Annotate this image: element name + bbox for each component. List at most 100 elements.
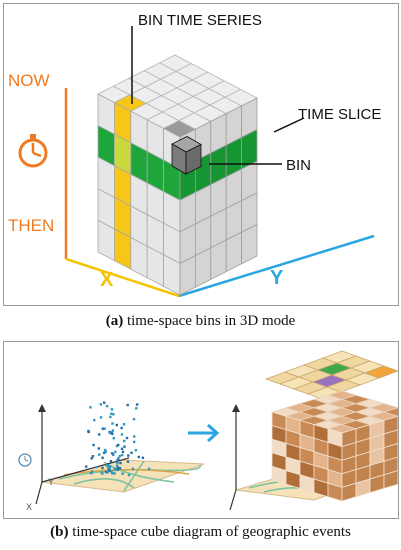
event-point (125, 436, 129, 440)
floating-map-layer (264, 350, 398, 400)
time-slice-leader (273, 117, 305, 133)
label-bin-time-series: BIN TIME SERIES (138, 12, 262, 29)
mini-cube-right-cell (383, 470, 398, 489)
mini-cube-right-cell (383, 442, 398, 462)
event-point (101, 466, 104, 470)
event-point (110, 470, 113, 473)
event-point (103, 401, 106, 404)
event-point (105, 463, 108, 467)
event-point (110, 431, 113, 434)
event-point (110, 452, 114, 455)
event-point (135, 407, 138, 410)
label-x-axis: X (100, 269, 114, 291)
event-point (87, 430, 90, 434)
event-point (115, 468, 118, 471)
event-point (99, 416, 103, 419)
mini-cube-top-cell (382, 407, 398, 417)
map-plane-left (41, 459, 205, 493)
event-point (101, 456, 104, 459)
event-point (116, 461, 119, 464)
event-point (123, 445, 126, 448)
caption-b-text: time-space cube diagram of geographic ev… (68, 524, 351, 540)
x-axis-line-left (35, 481, 43, 505)
label-time-slice: TIME SLICE (298, 106, 381, 123)
event-point (91, 455, 95, 458)
mini-cube-right-cell (383, 415, 398, 435)
event-point (115, 423, 118, 427)
event-point (90, 470, 94, 473)
event-point (97, 447, 100, 450)
event-point (127, 473, 131, 477)
event-point (126, 460, 130, 463)
mini-cube-right-cell (383, 456, 398, 476)
event-point (109, 415, 112, 419)
caption-b: (b) time-space cube diagram of geographi… (0, 524, 401, 541)
panel-time-space-bins: BIN TIME SERIES TIME SLICE BIN NOW THEN … (3, 3, 399, 306)
event-point (115, 464, 119, 467)
event-point (101, 427, 104, 430)
event-point (112, 453, 115, 456)
event-point (114, 450, 117, 454)
event-point (108, 431, 112, 435)
event-point (111, 432, 114, 436)
event-point (104, 470, 108, 474)
event-point (92, 443, 95, 447)
event-point (109, 460, 113, 463)
event-point (107, 468, 110, 471)
label-then: THEN (8, 216, 54, 235)
bin-right (185, 143, 202, 175)
event-point (106, 464, 110, 467)
event-point (147, 467, 151, 470)
event-point (99, 403, 103, 406)
event-point (123, 439, 126, 443)
mini-cube-right-cell (383, 429, 398, 449)
event-point (111, 429, 115, 432)
event-point (120, 433, 124, 436)
bins-3d-diagram: BIN TIME SERIES TIME SLICE BIN NOW THEN … (8, 12, 381, 298)
caption-a: (a) time-space bins in 3D mode (0, 313, 401, 330)
event-point (127, 454, 130, 457)
highlighted-bin (171, 136, 202, 175)
event-point (100, 471, 103, 474)
event-point (106, 471, 109, 474)
event-point (111, 472, 114, 475)
event-point (112, 413, 115, 416)
event-point (108, 465, 112, 468)
event-point (118, 455, 121, 458)
event-point (121, 450, 125, 453)
event-point (103, 427, 106, 430)
event-point (113, 472, 116, 475)
panel-space-time-cube: X Y (3, 341, 399, 519)
event-point (113, 467, 116, 471)
event-point (90, 457, 93, 460)
event-point (95, 465, 98, 469)
event-point (103, 448, 107, 452)
event-point (98, 433, 101, 436)
event-point (121, 472, 124, 475)
event-point (103, 451, 106, 455)
event-point (133, 440, 136, 444)
event-point (134, 449, 137, 452)
event-points (85, 401, 151, 477)
event-point (131, 467, 135, 470)
event-point (117, 443, 120, 447)
label-x-left: X (26, 502, 32, 512)
cube-right-cell (241, 223, 258, 265)
event-point (93, 418, 96, 422)
event-point (137, 455, 140, 459)
event-point (90, 472, 93, 475)
event-point (120, 426, 123, 430)
floating-map-cell (363, 365, 398, 379)
event-point (104, 450, 107, 453)
event-point (121, 453, 124, 457)
event-point (132, 418, 136, 421)
event-point (110, 412, 113, 415)
event-point (108, 469, 111, 473)
x-axis-line (65, 257, 180, 298)
event-point (133, 435, 136, 438)
y-axis-line (178, 234, 375, 298)
label-y-left: Y (48, 477, 54, 487)
event-point (122, 423, 126, 426)
event-point (115, 444, 119, 448)
space-time-cube (270, 390, 398, 502)
